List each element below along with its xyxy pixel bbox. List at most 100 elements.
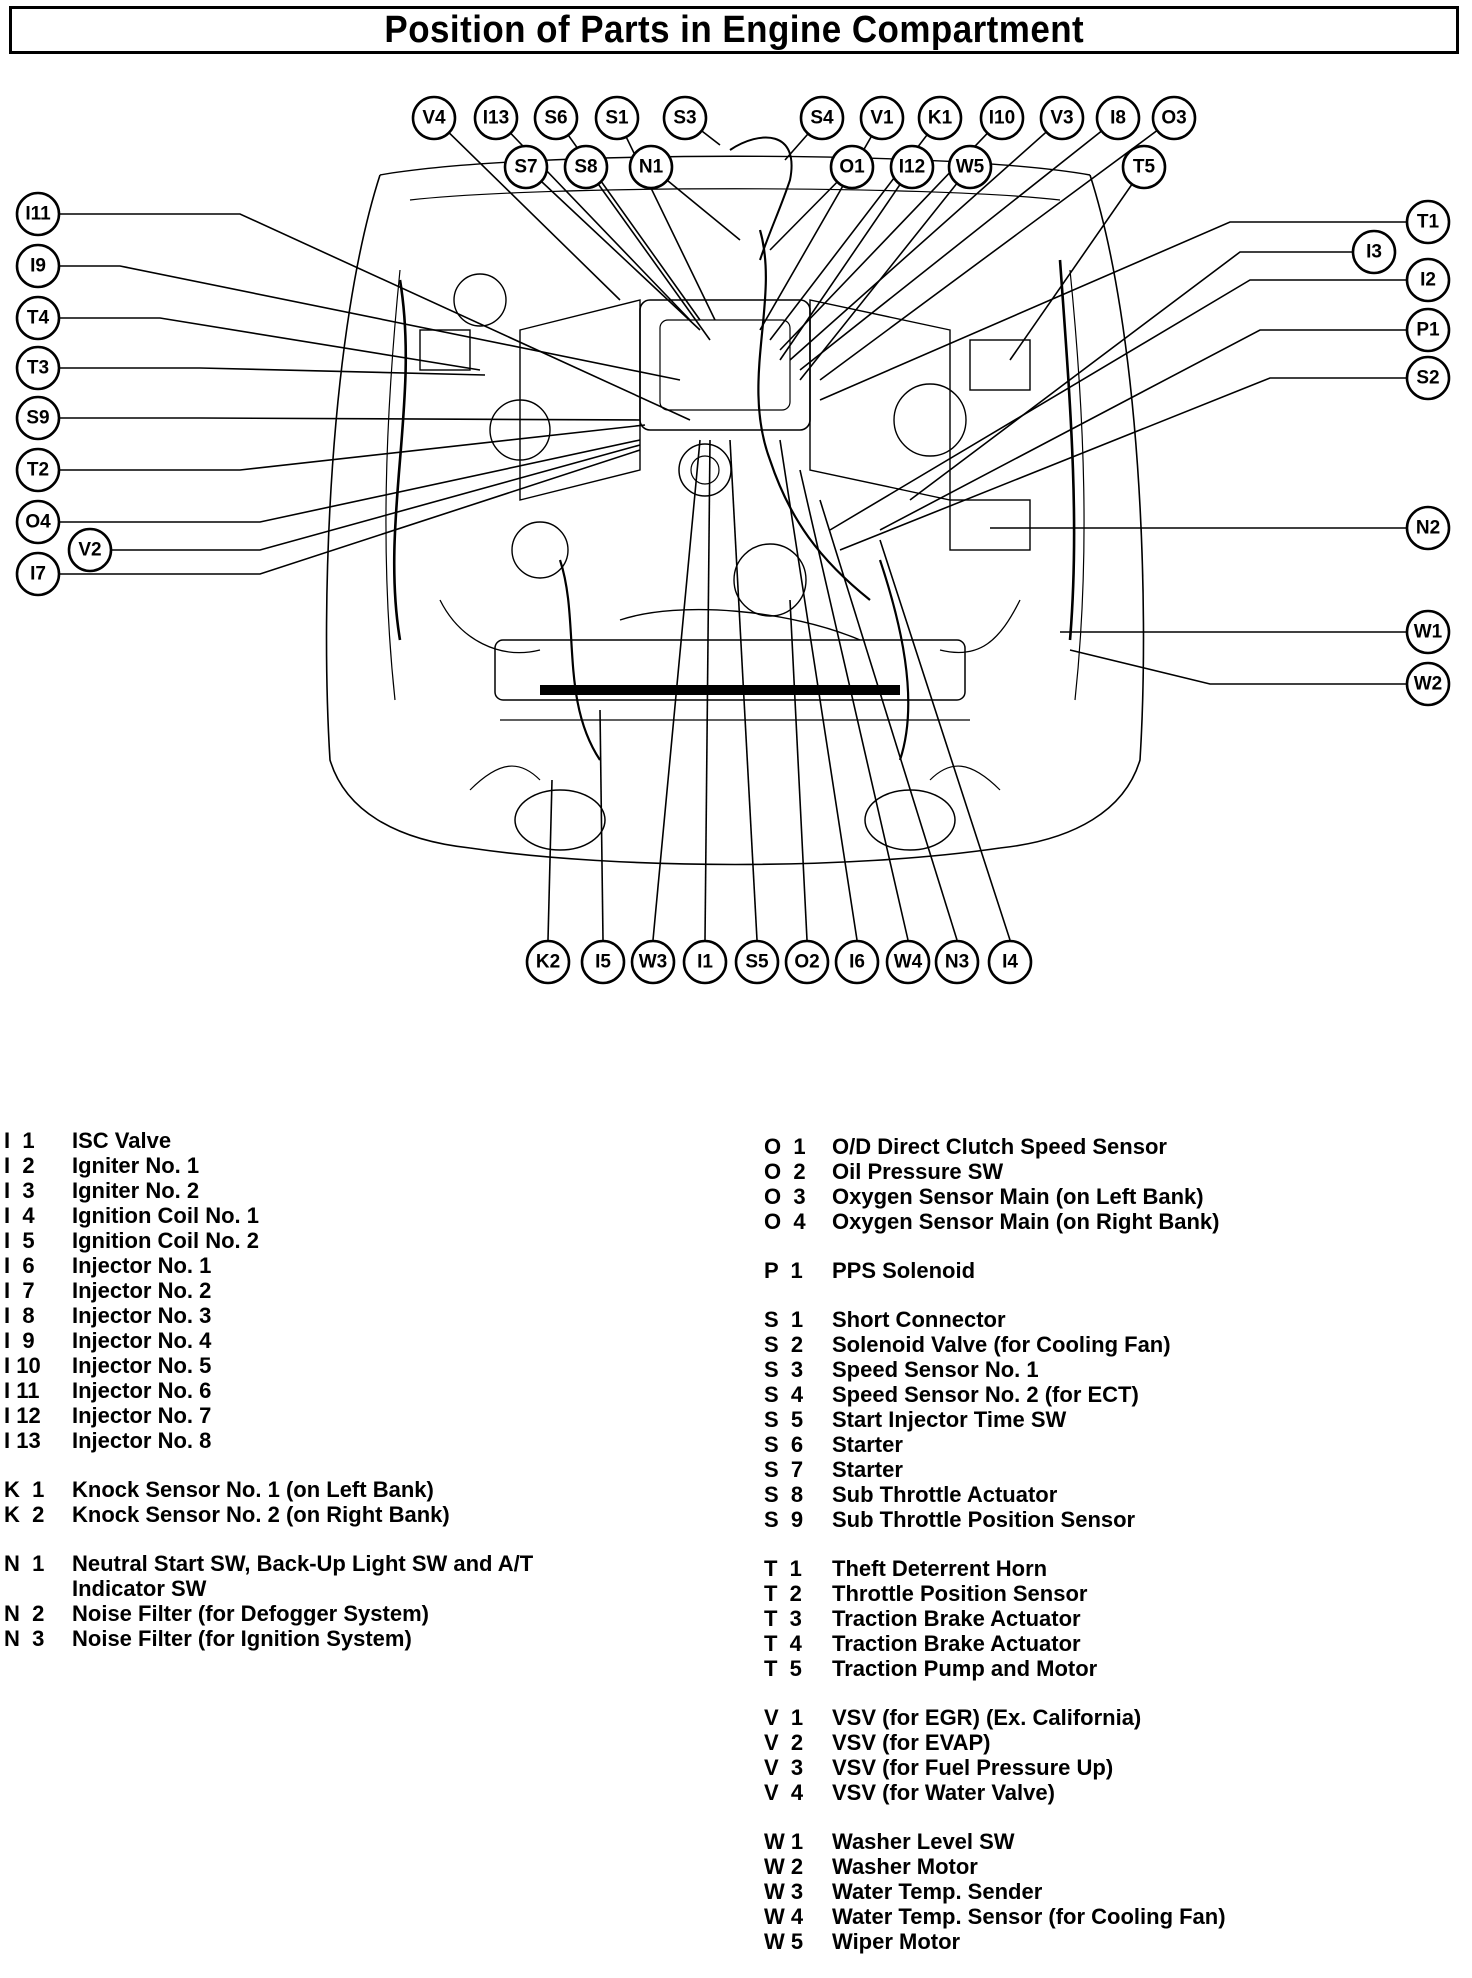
callout-W4: W4: [885, 939, 931, 985]
legend-code: I 4: [4, 1203, 35, 1228]
legend-desc: Sub Throttle Position Sensor: [832, 1507, 1136, 1532]
svg-text:T5: T5: [1133, 157, 1156, 178]
legend-code: W 5: [764, 1929, 804, 1954]
leader-S9: [38, 417, 641, 421]
svg-text:W5: W5: [956, 157, 985, 178]
svg-text:S8: S8: [574, 157, 597, 178]
leader-lines: [38, 117, 1428, 941]
svg-text:S1: S1: [605, 108, 629, 129]
legend-row: I 8 Injector No. 3: [4, 1303, 704, 1328]
callout-W1: W1: [1405, 609, 1451, 655]
callout-N1: N1: [628, 144, 674, 190]
leader-I3: [909, 251, 1374, 501]
legend-row: W 1 Washer Level SW: [764, 1829, 1464, 1854]
legend-code: O 4: [764, 1209, 806, 1234]
legend-row: S 2 Solenoid Valve (for Cooling Fan): [764, 1332, 1464, 1357]
legend-desc: VSV (for EGR) (Ex. California): [832, 1705, 1142, 1730]
leader-I5: [599, 709, 604, 941]
svg-text:I12: I12: [899, 157, 925, 178]
legend-code: W 1: [764, 1829, 804, 1854]
leader-I2: [829, 279, 1428, 531]
legend-desc: ISC Valve: [72, 1128, 172, 1153]
legend-code: O 3: [764, 1184, 806, 1209]
callout-W2: W2: [1405, 661, 1451, 707]
legend-desc: Speed Sensor No. 2 (for ECT): [832, 1382, 1139, 1407]
legend-desc: Neutral Start SW, Back-Up Light SW and A…: [72, 1551, 534, 1576]
svg-text:W3: W3: [639, 952, 668, 973]
legend-desc: Solenoid Valve (for Cooling Fan): [832, 1332, 1171, 1357]
svg-text:I3: I3: [1366, 242, 1382, 263]
svg-text:W1: W1: [1414, 622, 1443, 643]
legend-desc: Injector No. 5: [72, 1353, 212, 1378]
legend-desc: O/D Direct Clutch Speed Sensor: [832, 1134, 1167, 1159]
svg-text:I1: I1: [697, 952, 713, 973]
legend-desc: VSV (for Water Valve): [832, 1780, 1055, 1805]
svg-text:O2: O2: [794, 952, 819, 973]
svg-text:P1: P1: [1416, 320, 1440, 341]
legend-desc: Injector No. 6: [72, 1378, 212, 1403]
leader-W2: [1069, 649, 1428, 685]
callout-S6: S6: [533, 95, 579, 141]
legend-code: I 13: [4, 1428, 41, 1453]
callout-O1: O1: [829, 144, 875, 190]
legend-desc: Water Temp. Sender: [832, 1879, 1043, 1904]
svg-text:T3: T3: [27, 358, 49, 379]
svg-text:N3: N3: [945, 952, 969, 973]
legend-code: S 1: [764, 1307, 804, 1332]
leader-O3: [819, 117, 1175, 381]
leader-T5: [1009, 166, 1145, 361]
legend-code: W 4: [764, 1904, 804, 1929]
legend-desc: Injector No. 3: [72, 1303, 212, 1328]
callout-T5: T5: [1121, 144, 1167, 190]
legend-desc: Speed Sensor No. 1: [832, 1357, 1039, 1382]
legend-desc: Noise Filter (for Ignition System): [72, 1626, 412, 1651]
leader-S7: [525, 166, 701, 331]
leader-O2: [789, 599, 808, 941]
legend-code: I 3: [4, 1178, 35, 1203]
svg-text:S3: S3: [673, 108, 696, 129]
callout-I6: I6: [834, 939, 880, 985]
legend-desc: Washer Level SW: [832, 1829, 1015, 1854]
legend-code: S 2: [764, 1332, 804, 1357]
svg-text:T2: T2: [27, 460, 49, 481]
legend-code: P 1: [764, 1258, 803, 1283]
callout-T3: T3: [15, 345, 61, 391]
svg-text:T4: T4: [27, 308, 50, 329]
engine-compartment-diagram: V4 I13 S6 S1 S3 S4 V1 K1 I10 V3 I8 O3 S7…: [15, 95, 1451, 985]
leader-O4: [38, 439, 641, 523]
legend-code: I 8: [4, 1303, 35, 1328]
svg-text:W2: W2: [1414, 674, 1443, 695]
callout-S4: S4: [799, 95, 845, 141]
callout-V4: V4: [411, 95, 457, 141]
svg-text:V4: V4: [422, 108, 446, 129]
legend-code: V 2: [764, 1730, 804, 1755]
leader-T1: [819, 221, 1428, 401]
leader-I6: [779, 439, 858, 941]
callout-W3: W3: [630, 939, 676, 985]
callouts: V4 I13 S6 S1 S3 S4 V1 K1 I10 V3 I8 O3 S7…: [15, 95, 1451, 985]
callout-I7: I7: [15, 551, 61, 597]
